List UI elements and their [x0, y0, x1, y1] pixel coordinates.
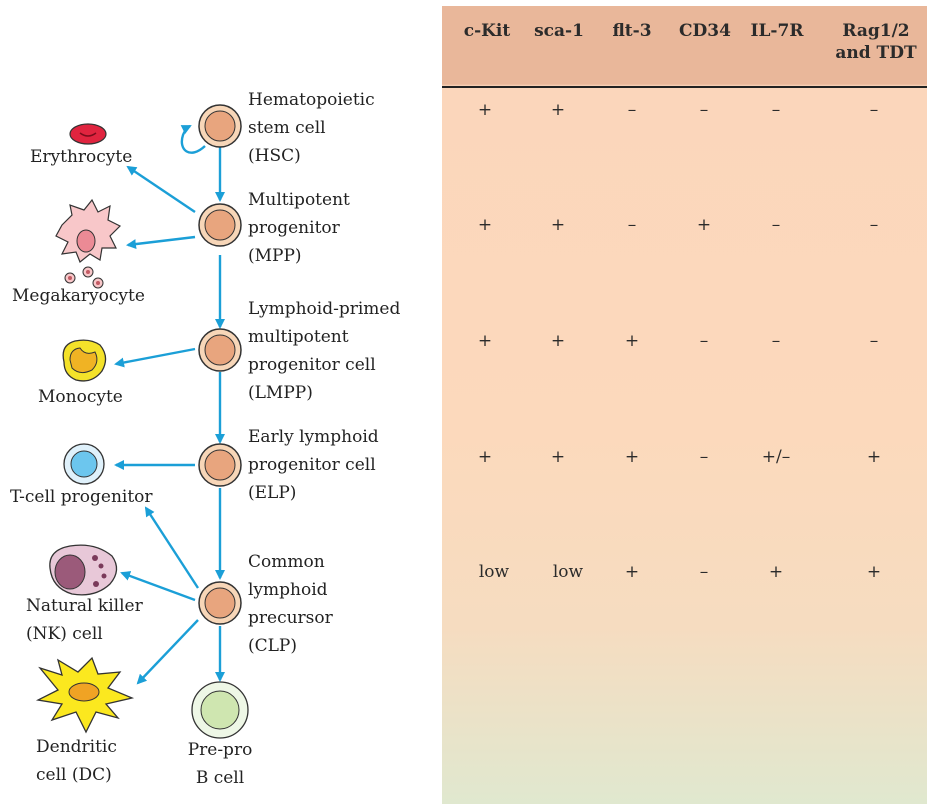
arrow-mpp-to-erythrocyte [126, 165, 196, 213]
cell-hsc-flt-3: – [627, 100, 637, 120]
arrow-clp-to-t-cell [144, 506, 200, 589]
dendritic-cell-label: Dendritic cell (DC) [36, 737, 117, 785]
cell-lmpp-c-kit: + [477, 331, 493, 351]
cell-elp-rag-tdt: + [866, 447, 882, 467]
megakaryocyte-icon [55, 198, 122, 289]
erythrocyte-icon [69, 123, 107, 145]
cell-hsc-sca-1: + [550, 100, 566, 120]
header-c-kit: c-Kit [463, 21, 511, 41]
cell-lmpp-cd34: – [699, 331, 709, 351]
cell-elp-il-7r: +/– [761, 447, 791, 467]
arrow-clp-to-nk [120, 571, 196, 602]
cell-mpp-flt-3: – [627, 215, 637, 235]
pre-pro-b-cell-icon [191, 681, 249, 739]
arrow-mpp-to-megakaryocyte [126, 235, 196, 250]
header-sca-1: sca-1 [534, 21, 584, 41]
cell-mpp-c-kit: + [477, 215, 493, 235]
cell-hsc-il-7r: – [771, 100, 781, 120]
clp-cell [198, 581, 242, 625]
cell-clp-flt-3: + [624, 562, 640, 582]
cell-lmpp-sca-1: + [550, 331, 566, 351]
cell-hsc-cd34: – [699, 100, 709, 120]
table-background [442, 6, 927, 804]
cell-mpp-rag-tdt: – [869, 215, 879, 235]
header-il-7r: IL-7R [750, 21, 804, 41]
dendritic-cell-icon [35, 656, 135, 734]
cell-lmpp-flt-3: + [624, 331, 640, 351]
t-cell-progenitor-icon [63, 443, 105, 485]
mpp-cell [198, 203, 242, 247]
nk-cell-label: Natural killer (NK) cell [26, 596, 143, 644]
self-renewal-arrow [180, 124, 206, 154]
cell-mpp-cd34: + [696, 215, 712, 235]
cell-mpp-il-7r: – [771, 215, 781, 235]
lmpp-label: Lymphoid-primed multipotent progenitor c… [248, 299, 401, 403]
cell-clp-il-7r: + [768, 562, 784, 582]
arrow-lmpp-to-monocyte [114, 347, 196, 368]
cell-clp-sca-1: low [552, 562, 584, 582]
progenitor-cells [198, 104, 242, 625]
cell-hsc-rag-tdt: – [869, 100, 879, 120]
cell-elp-sca-1: + [550, 447, 566, 467]
lineage-diagram [35, 104, 249, 739]
nk-cell-icon [49, 544, 118, 596]
marker-table: c-Kit sca-1 flt-3 CD34 IL-7R Rag1/2 and … [442, 6, 927, 804]
mpp-label: Multipotent progenitor (MPP) [248, 190, 350, 266]
cell-mpp-sca-1: + [550, 215, 566, 235]
hsc-cell [198, 104, 242, 148]
pre-pro-b-cell-label: Pre-pro B cell [187, 740, 253, 788]
header-flt-3: flt-3 [612, 21, 652, 41]
header-cd34: CD34 [679, 21, 731, 41]
hsc-label: Hematopoietic stem cell (HSC) [248, 90, 375, 166]
cell-lmpp-il-7r: – [771, 331, 781, 351]
cell-elp-cd34: – [699, 447, 709, 467]
cell-lmpp-rag-tdt: – [869, 331, 879, 351]
cell-clp-cd34: – [699, 562, 709, 582]
elp-label: Early lymphoid progenitor cell (ELP) [248, 427, 379, 503]
cell-clp-c-kit: low [478, 562, 510, 582]
cell-elp-c-kit: + [477, 447, 493, 467]
header-rag-tdt: Rag1/2 and TDT [835, 21, 917, 63]
megakaryocyte-label: Megakaryocyte [12, 286, 145, 306]
cell-elp-flt-3: + [624, 447, 640, 467]
erythrocyte-label: Erythrocyte [30, 147, 133, 167]
elp-cell [198, 443, 242, 487]
header-rule [442, 86, 927, 88]
cell-hsc-c-kit: + [477, 100, 493, 120]
arrow-clp-to-dc [136, 619, 199, 685]
lmpp-cell [198, 328, 242, 372]
cell-clp-rag-tdt: + [866, 562, 882, 582]
monocyte-icon [62, 339, 107, 382]
monocyte-label: Monocyte [38, 387, 123, 407]
clp-label: Common lymphoid precursor (CLP) [248, 552, 333, 656]
t-cell-progenitor-label: T-cell progenitor [10, 487, 153, 507]
arrows [114, 124, 225, 685]
